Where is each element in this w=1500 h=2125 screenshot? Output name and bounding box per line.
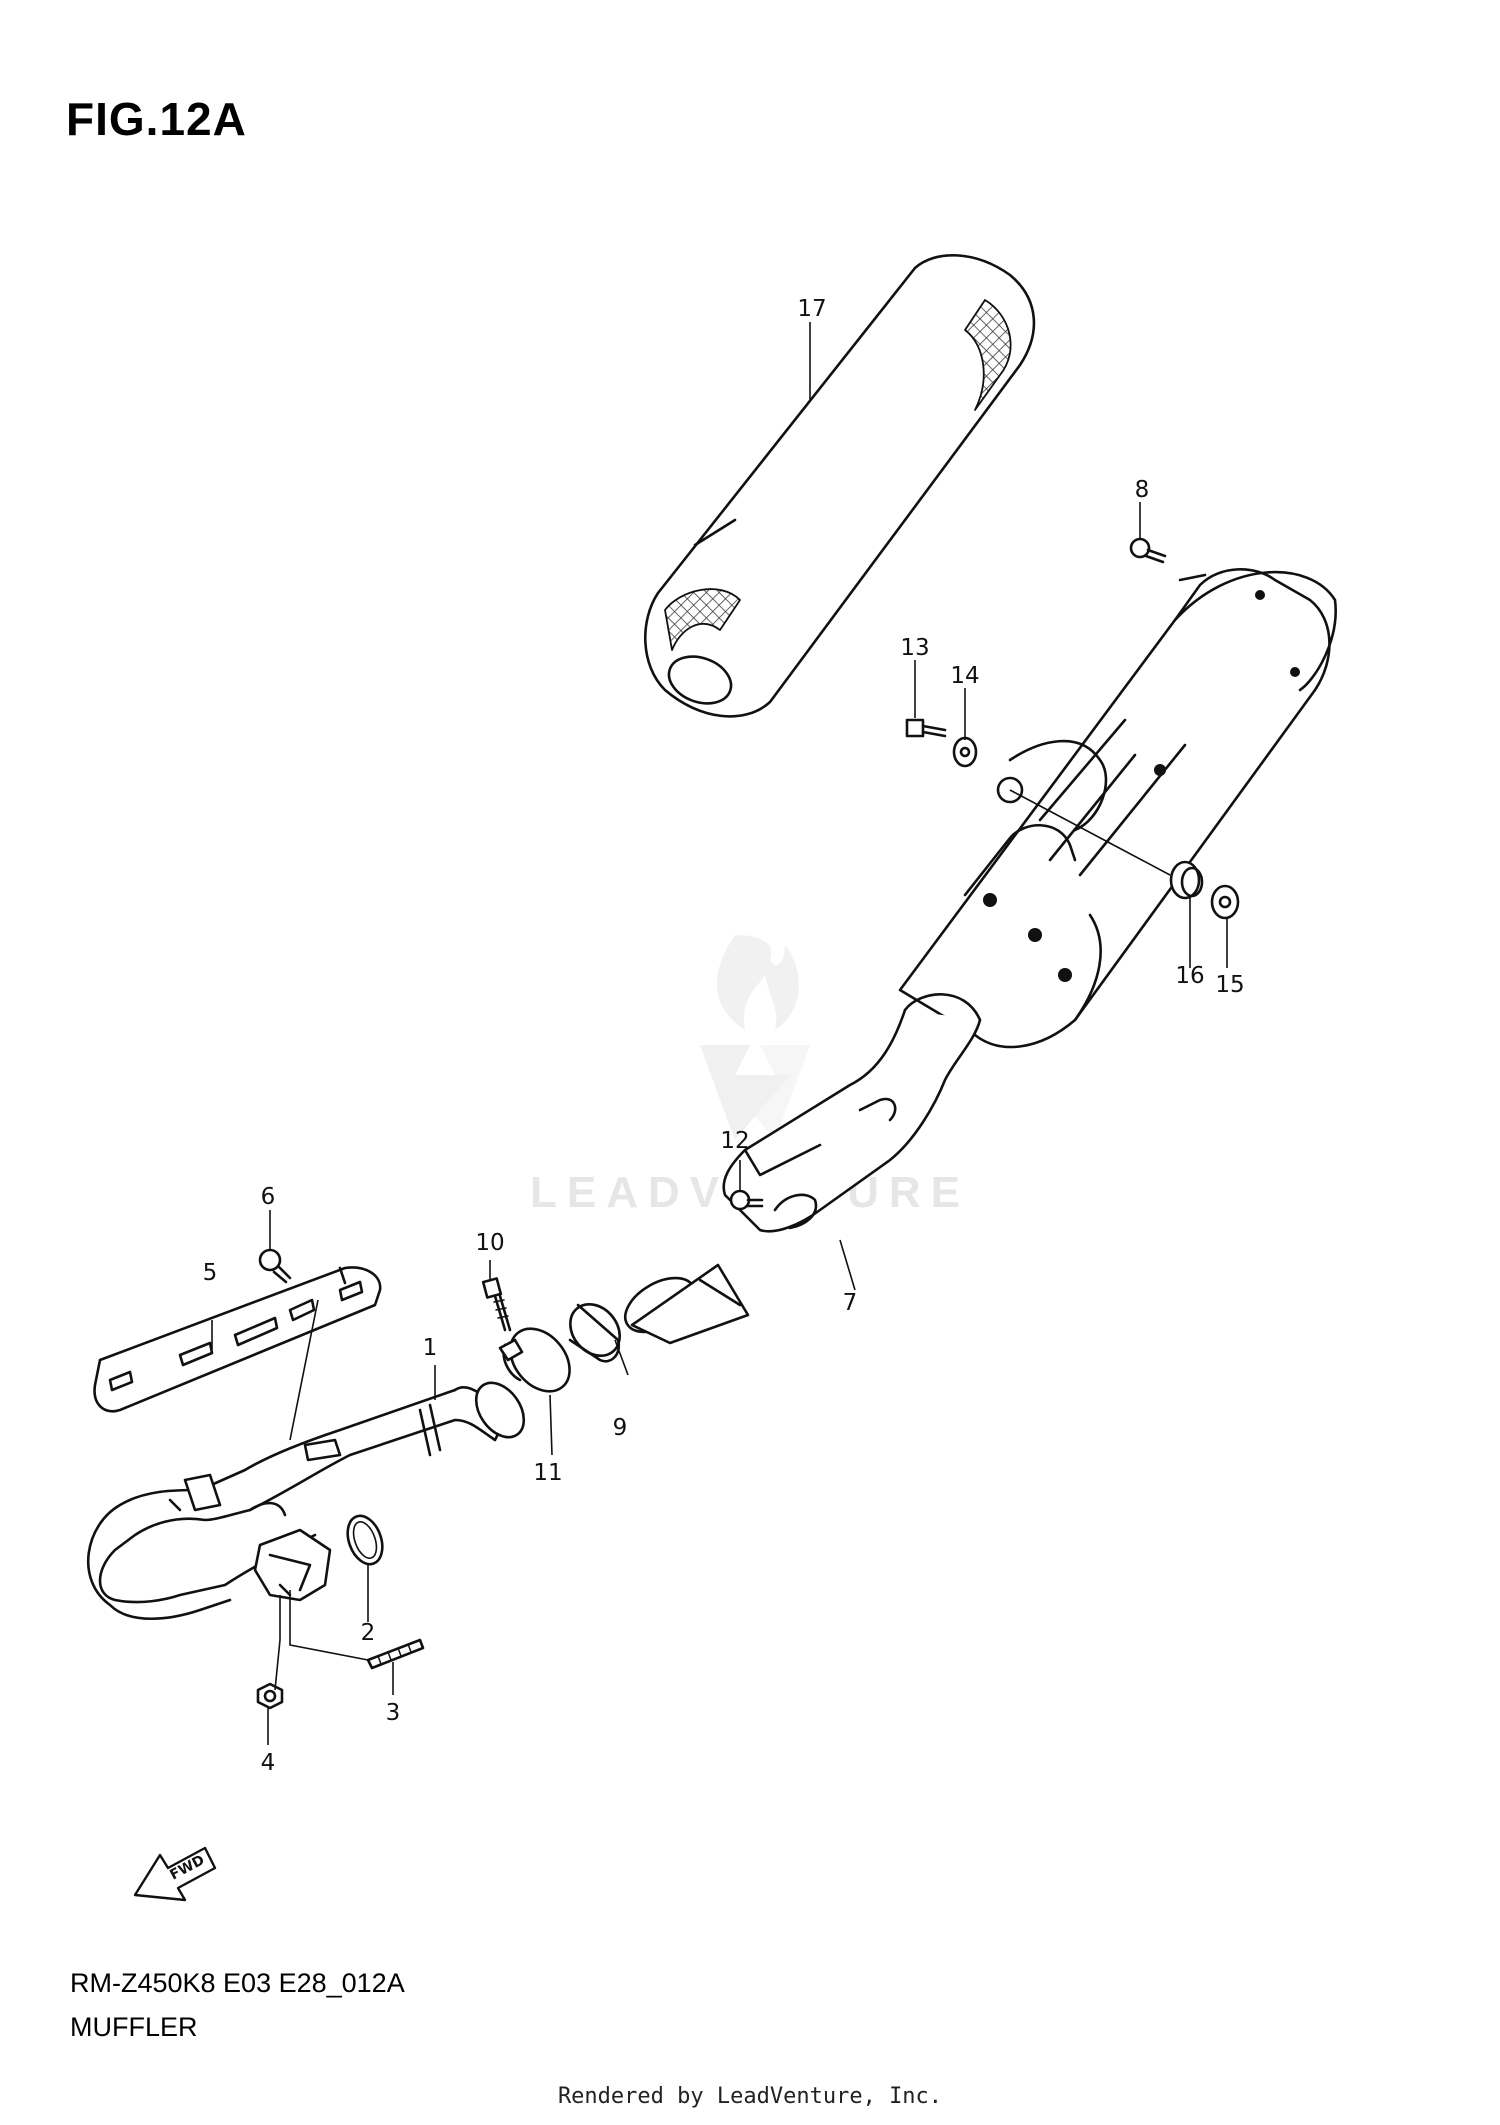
figure-title: FIG.12A	[66, 93, 247, 145]
callout-17: 17	[797, 296, 826, 322]
nut-part-4	[256, 1682, 284, 1710]
callout-9: 9	[613, 1415, 628, 1441]
fwd-arrow-icon	[133, 1846, 217, 1902]
callout-15: 15	[1215, 972, 1244, 998]
bolt-part-13	[905, 718, 947, 738]
callout-4: 4	[261, 1750, 276, 1776]
heat-shield-part-5	[93, 1266, 382, 1413]
muffler-body	[898, 568, 1337, 1049]
stud-bolt-part-3	[366, 1638, 425, 1670]
callout-16: 16	[1175, 963, 1204, 989]
exhaust-flange	[253, 1528, 332, 1602]
callout-7: 7	[843, 1290, 858, 1316]
leadventure-logo-icon	[700, 935, 810, 1140]
callout-8: 8	[1135, 477, 1150, 503]
callout-1: 1	[423, 1335, 438, 1361]
callout-2: 2	[361, 1620, 376, 1646]
callout-labels: 1 2 3 4 5 6 7 8 9 10 11 12 13 14 15 16 1…	[203, 296, 1245, 1776]
callout-11: 11	[533, 1460, 562, 1486]
bolt-part-8	[1129, 537, 1167, 564]
gasket-part-2	[346, 1514, 384, 1566]
callout-13: 13	[900, 635, 929, 661]
bolt-part-6	[258, 1248, 292, 1284]
section-name: MUFFLER	[70, 2012, 198, 2042]
bolt-part-15	[1210, 884, 1240, 920]
callout-5: 5	[203, 1260, 218, 1286]
callout-6: 6	[261, 1184, 276, 1210]
callout-14: 14	[950, 663, 979, 689]
model-code: RM-Z450K8 E03 E28_012A	[70, 1968, 405, 1998]
callout-12: 12	[720, 1128, 749, 1154]
bolt-part-10	[481, 1277, 512, 1332]
rear-exhaust-pipe-part-7	[624, 993, 982, 1345]
footer-credit: Rendered by LeadVenture, Inc.	[557, 2084, 943, 2109]
clamp-part-11	[498, 1327, 571, 1393]
grommet-part-16	[1169, 860, 1204, 900]
washer-part-14	[952, 736, 978, 768]
gasket-part-9	[568, 1303, 621, 1363]
muffler-cover-part-17	[643, 253, 1036, 718]
header-pipe-part-1	[86, 1381, 526, 1620]
callout-10: 10	[475, 1230, 504, 1256]
callout-3: 3	[386, 1700, 401, 1726]
